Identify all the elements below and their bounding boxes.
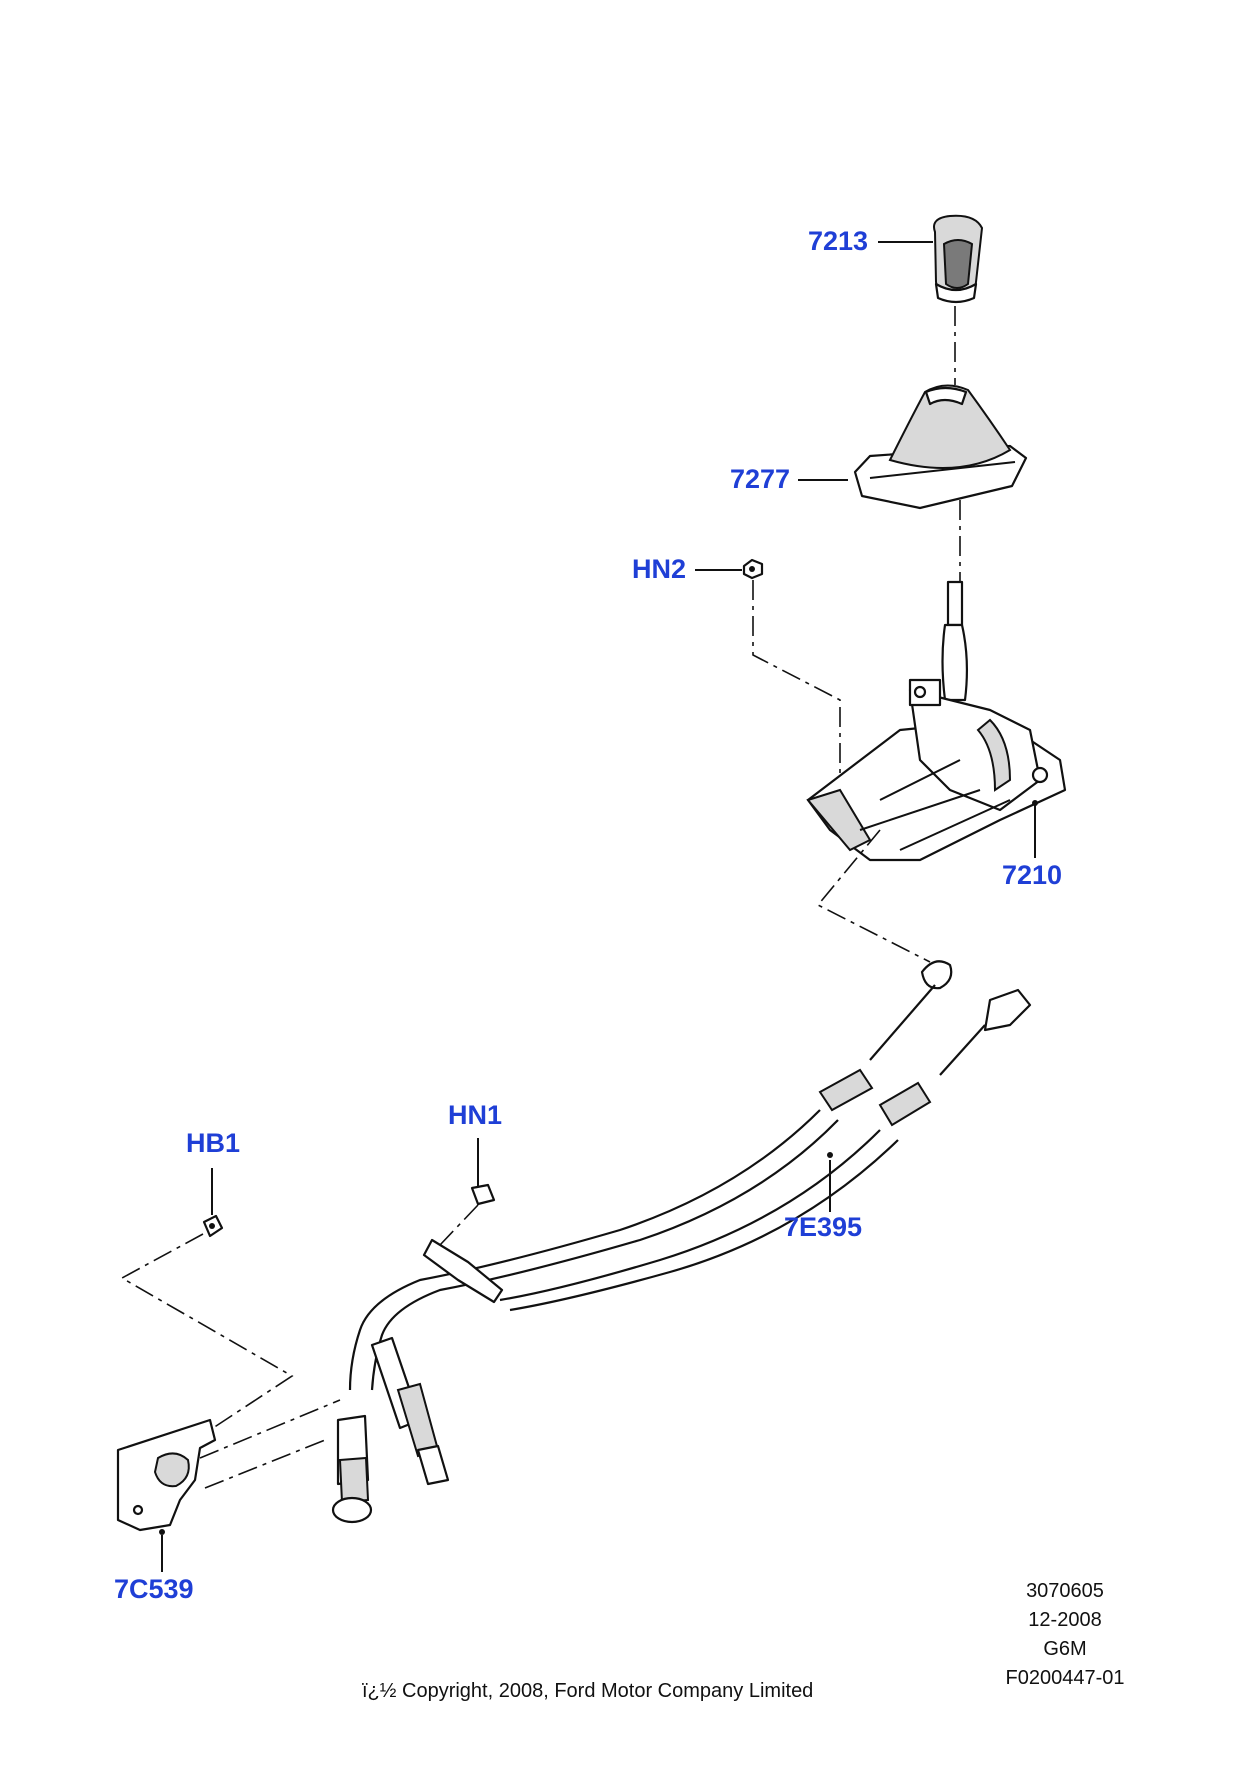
shifter-assembly-part [806, 580, 1067, 862]
copyright-notice: ï¿½ Copyright, 2008, Ford Motor Company … [362, 1680, 814, 1702]
callout-7213[interactable]: 7213 [808, 226, 869, 256]
callout-7277[interactable]: 7277 [730, 464, 791, 494]
callout-7210[interactable]: 7210 [1002, 860, 1063, 890]
callout-7c539[interactable]: 7C539 [114, 1574, 194, 1604]
bolt-hb1-part [202, 1214, 224, 1238]
bracket-part [116, 1418, 217, 1532]
meta-ref: 3070605 [1026, 1580, 1104, 1602]
clip-hn1-part [470, 1183, 496, 1206]
callout-7e395[interactable]: 7E395 [784, 1212, 863, 1242]
callout-hb1[interactable]: HB1 [186, 1128, 241, 1158]
meta-date: 12-2008 [1028, 1609, 1102, 1631]
shift-cables-part [331, 960, 1032, 1524]
gear-boot-part [853, 384, 1028, 510]
meta-code: G6M [1043, 1638, 1087, 1660]
callout-hn2[interactable]: HN2 [632, 554, 687, 584]
meta-figure: F0200447-01 [1005, 1667, 1125, 1689]
gear-knob-part [933, 214, 984, 304]
nut-hn2-part [742, 558, 764, 580]
callout-hn1[interactable]: HN1 [448, 1100, 503, 1130]
